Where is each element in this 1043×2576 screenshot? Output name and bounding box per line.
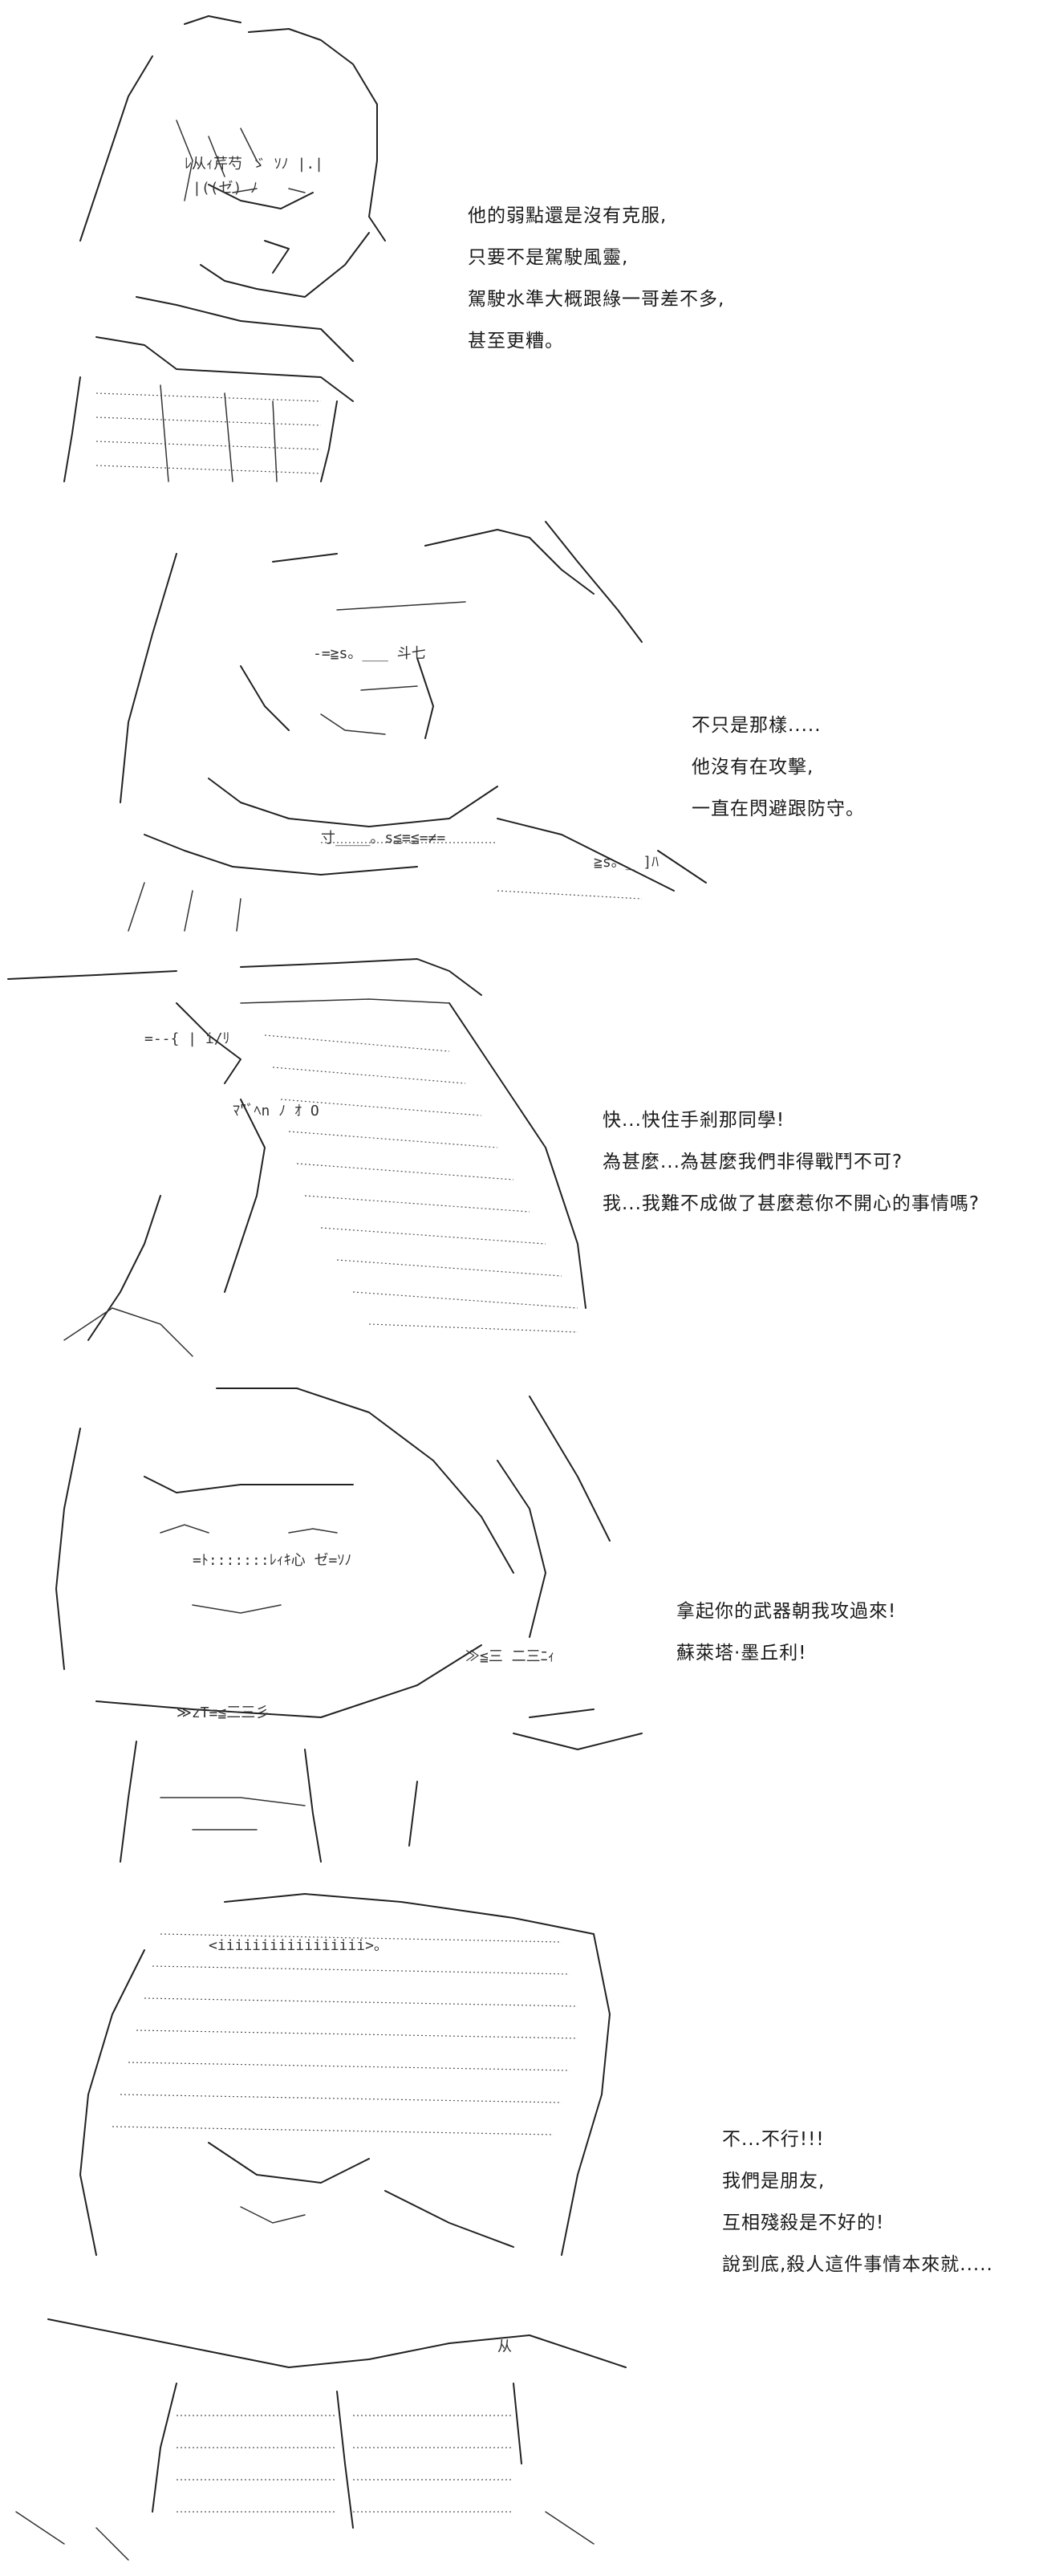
svg-text:≫≦三 二三ﾆｨ: ≫≦三 二三ﾆｨ [465,1648,555,1665]
svg-text:≫zT≡≦三三彡: ≫zT≡≦三三彡 [177,1704,270,1721]
dialog-line: 互相殘殺是不好的! [722,2212,885,2233]
dialog-line: 我...我難不成做了甚麼惹你不開心的事情嗎? [603,1193,980,1214]
dialog-line: 蘇萊塔·墨丘利! [676,1643,807,1664]
dialog-line: 他沒有在攻擊, [692,757,814,778]
ascii-art-character-2: -=≧s。___ 斗七 寸____。s≦≡≦=≠= ≧s。_ ]ﾊ [120,521,707,932]
svg-text:≧s。_ ]ﾊ: ≧s。_ ]ﾊ [594,854,659,871]
svg-text:从: 从 [497,2338,512,2355]
panel-1: ﾚ从ｨ芹芍 ゞ ｿﾉ |.| |((ゼ) ﾉ 他的弱點還是沒有克服, 只要不是駕… [0,0,1043,506]
dialog-line: 一直在閃避跟防守。 [692,798,865,819]
dialog-line: 他的弱點還是沒有克服, [468,205,668,226]
svg-text:=ﾄ:::::::ﾚｨｷ心 ゼ=ｿﾉ: =ﾄ:::::::ﾚｨｷ心 ゼ=ｿﾉ [193,1552,351,1569]
dialog-line: 快...快住手剎那同學! [603,1110,785,1131]
dialog-text: 快...快住手剎那同學! 為甚麼...為甚麼我們非得戰鬥不可? 我...我難不成… [603,1099,980,1225]
dialog-line: 駕駛水準大概跟綠一哥差不多, [468,289,725,310]
panel-2: -=≧s。___ 斗七 寸____。s≦≡≦=≠= ≧s。_ ]ﾊ 不只是那樣.… [0,514,1043,947]
svg-text:寸____。s≦≡≦=≠=: 寸____。s≦≡≦=≠= [321,830,445,847]
svg-text:ﾏ"ﾞﾍn ﾉ ｵ O: ﾏ"ﾞﾍn ﾉ ｵ O [233,1103,319,1119]
panel-5: <iiiiiiiiiiiiiiiii>。 从 不...不行!!! 我們是朋友, … [0,1886,1043,2576]
dialog-line: 拿起你的武器朝我攻過來! [676,1601,897,1622]
dialog-line: 不只是那樣..... [692,715,822,736]
dialog-line: 說到底,殺人這件事情本來就..... [722,2254,993,2275]
dialog-text: 他的弱點還是沒有克服, 只要不是駕駛風靈, 駕駛水準大概跟綠一哥差不多, 甚至更… [468,195,724,362]
ascii-art-character-5: <iiiiiiiiiiiiiiiii>。 从 [15,1893,627,2561]
svg-text:=--{ | i/ﾘ: =--{ | i/ﾘ [144,1030,230,1047]
dialog-line: 我們是朋友, [722,2171,826,2192]
svg-text:-=≧s。___ 斗七: -=≧s。___ 斗七 [313,645,426,662]
dialog-line: 不...不行!!! [722,2129,825,2150]
svg-text:<iiiiiiiiiiiiiiiii>。: <iiiiiiiiiiiiiiiii>。 [209,1937,388,1954]
dialog-text: 拿起你的武器朝我攻過來! 蘇萊塔·墨丘利! [676,1591,896,1674]
ascii-art-character-1: ﾚ从ｨ芹芍 ゞ ｿﾉ |.| |((ゼ) ﾉ [63,15,386,482]
ascii-art-character-4: =ﾄ:::::::ﾚｨｷ心 ゼ=ｿﾉ ≫≦三 二三ﾆｨ ≫zT≡≦三三彡 [55,1388,643,1863]
svg-text:|((ゼ) ﾉ: |((ゼ) ﾉ [193,180,258,197]
dialog-text: 不只是那樣..... 他沒有在攻擊, 一直在閃避跟防守。 [692,705,865,830]
svg-text:ﾚ从ｨ芹芍 ゞ ｿﾉ |.|: ﾚ从ｨ芹芍 ゞ ｿﾉ |.| [185,156,323,173]
panel-4: =ﾄ:::::::ﾚｨｷ心 ゼ=ｿﾉ ≫≦三 二三ﾆｨ ≫zT≡≦三三彡 拿起你… [0,1380,1043,1878]
dialog-text: 不...不行!!! 我們是朋友, 互相殘殺是不好的! 說到底,殺人這件事情本來就… [722,2119,993,2285]
dialog-line: 甚至更糟。 [468,331,564,351]
ascii-art-character-3: =--{ | i/ﾘ ﾏ"ﾞﾍn ﾉ ｵ O [7,958,586,1357]
panel-3: =--{ | i/ﾘ ﾏ"ﾞﾍn ﾉ ｵ O 快...快住手剎那同學! 為甚麼.… [0,955,1043,1372]
dialog-line: 為甚麼...為甚麼我們非得戰鬥不可? [603,1152,903,1172]
dialog-line: 只要不是駕駛風靈, [468,247,629,268]
